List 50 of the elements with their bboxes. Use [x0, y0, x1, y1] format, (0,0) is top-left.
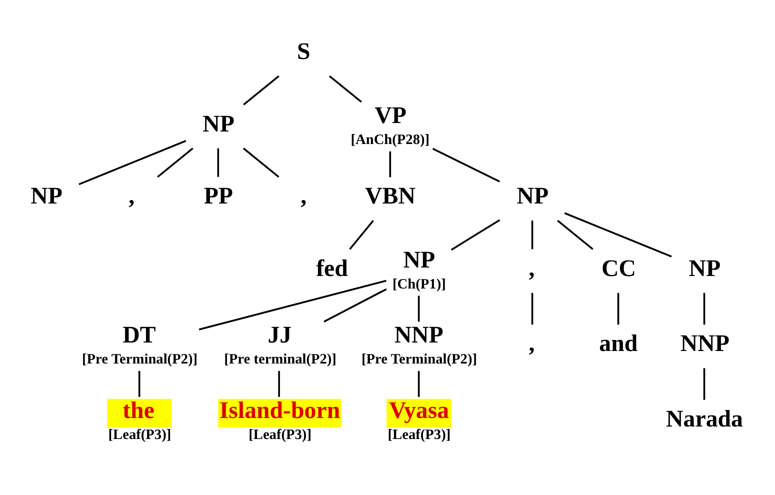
connector	[616, 292, 619, 324]
node-label: [Leaf(P3)]	[108, 426, 171, 442]
node-text: and	[598, 330, 638, 357]
connector	[78, 140, 186, 185]
node-text: ,	[528, 255, 534, 282]
node-box: the	[106, 398, 172, 427]
node-text: NNP [Pre Terminal(P2)]	[360, 322, 477, 368]
connector	[198, 279, 386, 330]
connector	[242, 74, 279, 105]
connector	[432, 147, 500, 182]
connector	[417, 370, 420, 396]
connector	[156, 147, 193, 178]
connector	[138, 370, 140, 396]
connector	[348, 220, 374, 250]
connector	[216, 148, 219, 176]
node-text: NP [Ch(P1)]	[392, 246, 446, 292]
node-box: Island-born	[218, 398, 341, 427]
node-text: CC	[601, 255, 636, 282]
connector	[702, 368, 705, 400]
connector	[530, 220, 533, 249]
node-text: VP [AnCh(P28)]	[350, 102, 430, 148]
connector	[702, 292, 705, 324]
connector	[530, 292, 533, 324]
node-text: fed	[316, 255, 348, 282]
node-text: PP	[203, 183, 232, 210]
connector	[328, 74, 362, 102]
connector	[450, 218, 500, 250]
node-text: VBN	[364, 183, 415, 210]
node-text: NP	[688, 255, 720, 282]
node-text: ,	[528, 330, 534, 357]
connector	[564, 212, 672, 257]
node-label: [Leaf(P3)]	[248, 426, 311, 442]
node-text: NP	[30, 183, 62, 210]
node-text: S	[296, 38, 310, 65]
connector	[323, 288, 386, 322]
node-text: ,	[128, 183, 134, 210]
connector	[556, 219, 593, 250]
node-text: ,	[300, 183, 306, 210]
node-text: DT [Pre Terminal(P2)]	[82, 322, 198, 368]
node-label: [Leaf(P3)]	[387, 426, 450, 442]
node-text: NNP	[680, 330, 729, 357]
connector	[278, 370, 280, 396]
node-text: JJ [Pre terminal(P2)]	[224, 322, 336, 368]
node-text: NP	[202, 110, 234, 137]
connector	[242, 147, 279, 178]
connector	[417, 295, 420, 322]
node-text: NP	[516, 183, 548, 210]
node-text: Narada	[666, 406, 742, 432]
node-box: Vyasa	[386, 398, 451, 427]
connector	[388, 150, 391, 177]
